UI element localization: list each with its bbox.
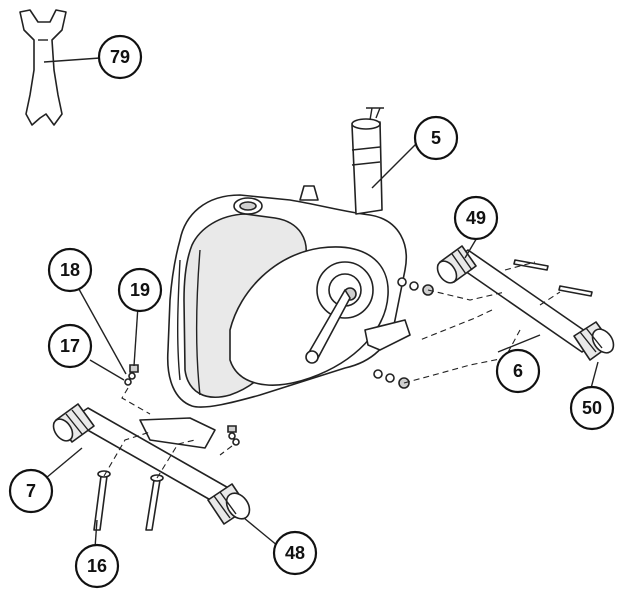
- svg-text:48: 48: [285, 543, 305, 563]
- svg-text:18: 18: [60, 260, 80, 280]
- callout-7: 7: [8, 468, 54, 514]
- front-bolts: [93, 470, 164, 531]
- callout-17: 17: [47, 323, 93, 369]
- callout-79: 79: [97, 34, 143, 80]
- main-frame-housing: [139, 185, 411, 449]
- wrench-icon: [19, 9, 67, 126]
- svg-text:19: 19: [130, 280, 150, 300]
- svg-text:6: 6: [513, 361, 523, 381]
- rear-stabilizer: [436, 245, 615, 361]
- rear-dash-1: [419, 261, 561, 341]
- svg-text:79: 79: [110, 47, 130, 67]
- callout-18: 18: [47, 247, 93, 293]
- svg-text:5: 5: [431, 128, 441, 148]
- svg-text:7: 7: [26, 481, 36, 501]
- svg-text:17: 17: [60, 336, 80, 356]
- front-stabilizer: [52, 403, 251, 525]
- callout-5: 5: [413, 115, 459, 161]
- front-dash: [103, 387, 233, 479]
- callout-49: 49: [453, 195, 499, 241]
- callout-19: 19: [117, 267, 163, 313]
- seat-post: [351, 107, 384, 215]
- callout-48: 48: [272, 530, 318, 576]
- front-hardware: [124, 364, 240, 446]
- svg-text:50: 50: [582, 398, 602, 418]
- rear-dash-2: [403, 329, 521, 384]
- callout-16: 16: [74, 543, 120, 589]
- svg-text:49: 49: [466, 208, 486, 228]
- rear-hardware: [373, 277, 434, 389]
- callout-50: 50: [569, 385, 615, 431]
- svg-text:16: 16: [87, 556, 107, 576]
- callout-6: 6: [495, 348, 541, 394]
- leader-lines: [43, 57, 599, 549]
